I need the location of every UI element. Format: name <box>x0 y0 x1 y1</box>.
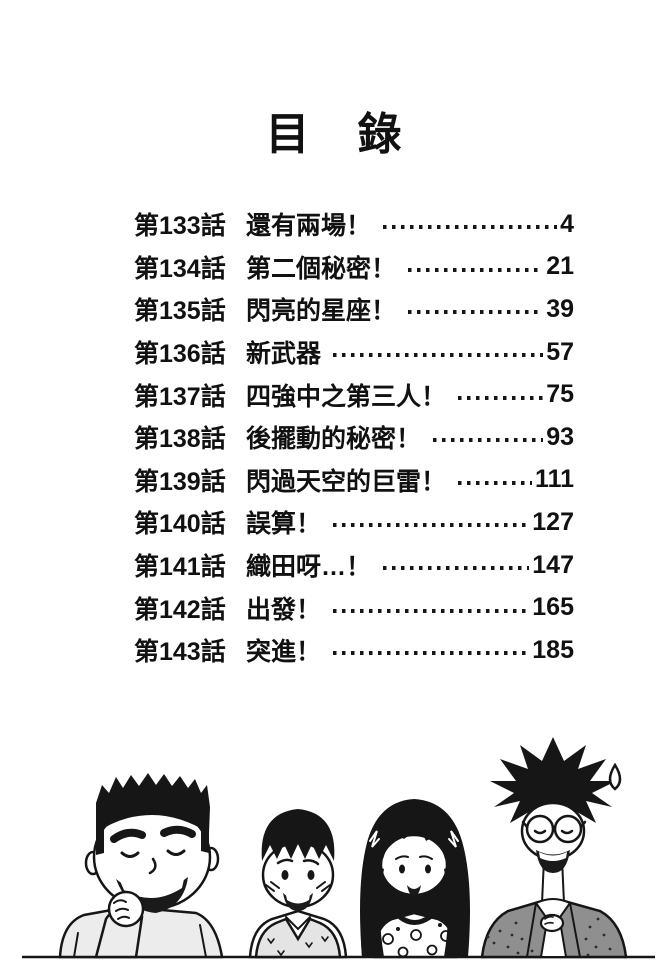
girl-bangs <box>382 815 446 859</box>
toc-row: 第134話 第二個秘密！ 21 <box>134 246 574 289</box>
chapter-title: 新武器 <box>246 340 322 369</box>
chapter-title: 織田呀…！ <box>246 553 372 582</box>
page-number: 21 <box>546 252 574 281</box>
chapter-title: 誤算！ <box>246 510 322 539</box>
chapter-number: 第142話 <box>134 595 226 624</box>
page-number: 165 <box>532 593 574 622</box>
chapter-title: 閃亮的星座！ <box>246 297 397 326</box>
character-long-hair-girl <box>360 799 470 959</box>
dot-leader <box>333 523 530 528</box>
sweater-vest <box>254 917 342 959</box>
toc-row: 第133話 還有兩場！ 4 <box>134 203 574 246</box>
chapter-number: 第137話 <box>134 382 226 411</box>
chapter-title: 閃過天空的巨雷！ <box>246 467 447 496</box>
chapter-number: 第139話 <box>134 467 226 496</box>
character-glasses-person <box>480 737 628 959</box>
blush-lines <box>265 881 331 892</box>
page-title: 目 錄 <box>265 110 404 159</box>
dot-leader <box>408 310 544 315</box>
page-number: 127 <box>532 507 574 536</box>
hair-highlight <box>369 830 380 848</box>
chapter-number: 第143話 <box>134 638 226 667</box>
bottom-illustration <box>0 711 669 961</box>
page-number: 75 <box>546 380 574 409</box>
chapter-number: 第138話 <box>134 425 226 454</box>
dot-leader <box>408 267 544 272</box>
character-flat-top-man <box>58 773 224 959</box>
chapter-number: 第141話 <box>134 553 226 582</box>
chapter-number: 第134話 <box>134 254 226 283</box>
toc-row: 第142話 出發！ 165 <box>134 586 574 629</box>
chapter-title: 出發！ <box>246 595 322 624</box>
glasses-icon <box>525 814 555 844</box>
page-number: 39 <box>546 294 574 323</box>
toc-row: 第138話 後擺動的秘密！ 93 <box>134 416 574 459</box>
dot-leader <box>383 566 530 571</box>
chapter-number: 第133話 <box>134 212 226 241</box>
dot-leader <box>333 651 530 656</box>
toc-row: 第139話 閃過天空的巨雷！ 111 <box>134 459 574 502</box>
toc-row: 第135話 閃亮的星座！ 39 <box>134 288 574 331</box>
toc-row: 第141話 織田呀…！ 147 <box>134 544 574 587</box>
manga-characters-drawing <box>22 737 655 959</box>
chapter-number: 第140話 <box>134 510 226 539</box>
toc-row: 第136話 新武器 57 <box>134 331 574 374</box>
dot-leader <box>333 608 530 613</box>
chapter-title: 後擺動的秘密！ <box>246 425 422 454</box>
character-vest-boy <box>248 809 348 959</box>
chapter-title: 突進！ <box>246 638 322 667</box>
chapter-number: 第136話 <box>134 340 226 369</box>
dot-leader <box>333 353 544 358</box>
dot-leader <box>458 480 533 485</box>
flat-top-hair <box>96 773 210 833</box>
boy-hair <box>261 809 335 861</box>
page-number: 147 <box>532 550 574 579</box>
page-number: 57 <box>546 337 574 366</box>
chapter-title: 還有兩場！ <box>246 212 372 241</box>
toc-row: 第143話 突進！ 185 <box>134 629 574 672</box>
sweat-drop-icon <box>608 762 622 791</box>
chapter-number: 第135話 <box>134 297 226 326</box>
chapter-title: 四強中之第三人！ <box>246 382 447 411</box>
spiky-hair <box>490 737 616 827</box>
dot-leader <box>383 225 558 230</box>
page-number: 185 <box>532 635 574 664</box>
toc-row: 第140話 誤算！ 127 <box>134 501 574 544</box>
dot-leader <box>458 395 544 400</box>
table-of-contents: 第133話 還有兩場！ 4 第134話 第二個秘密！ 21 第135話 閃亮的星… <box>134 203 574 672</box>
page-number: 4 <box>560 209 574 238</box>
dot-leader <box>433 438 544 443</box>
page-number: 93 <box>546 422 574 451</box>
toc-row: 第137話 四強中之第三人！ 75 <box>134 373 574 416</box>
chapter-title: 第二個秘密！ <box>246 254 397 283</box>
page-number: 111 <box>535 465 574 494</box>
